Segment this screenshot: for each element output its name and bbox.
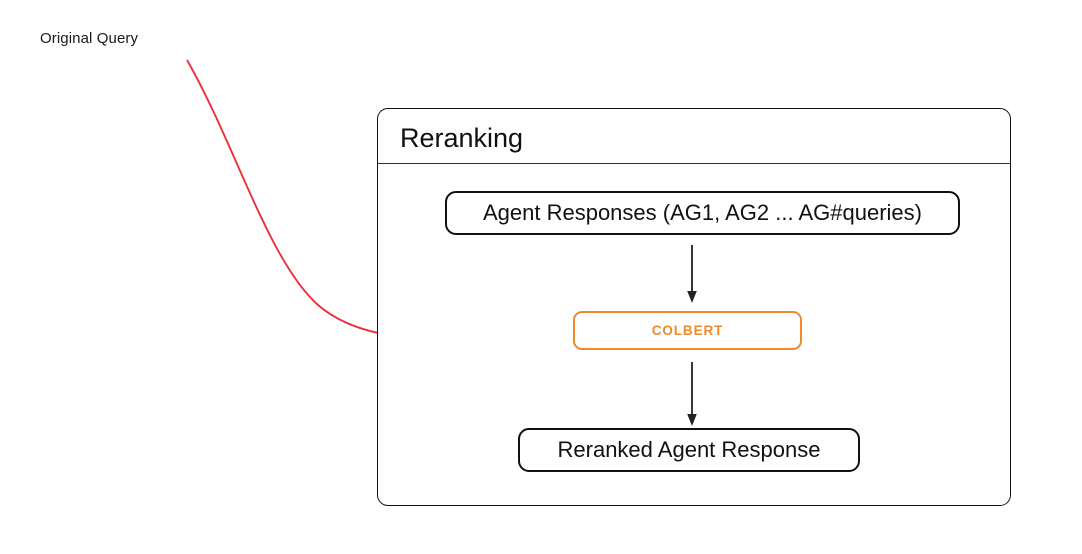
panel-divider (378, 163, 1010, 164)
node-reranked-agent-response[interactable]: Reranked Agent Response (518, 428, 860, 472)
node-colbert[interactable]: COLBERT (573, 311, 802, 350)
arrow-colbert-to-reranked (687, 362, 697, 426)
arrow-responses-to-colbert (687, 245, 697, 303)
reranking-panel: Reranking Agent Responses (AG1, AG2 ... … (377, 108, 1011, 506)
panel-title: Reranking (400, 123, 524, 153)
original-query-label: Original Query (40, 30, 139, 47)
node-agent-responses[interactable]: Agent Responses (AG1, AG2 ... AG#queries… (445, 191, 960, 235)
